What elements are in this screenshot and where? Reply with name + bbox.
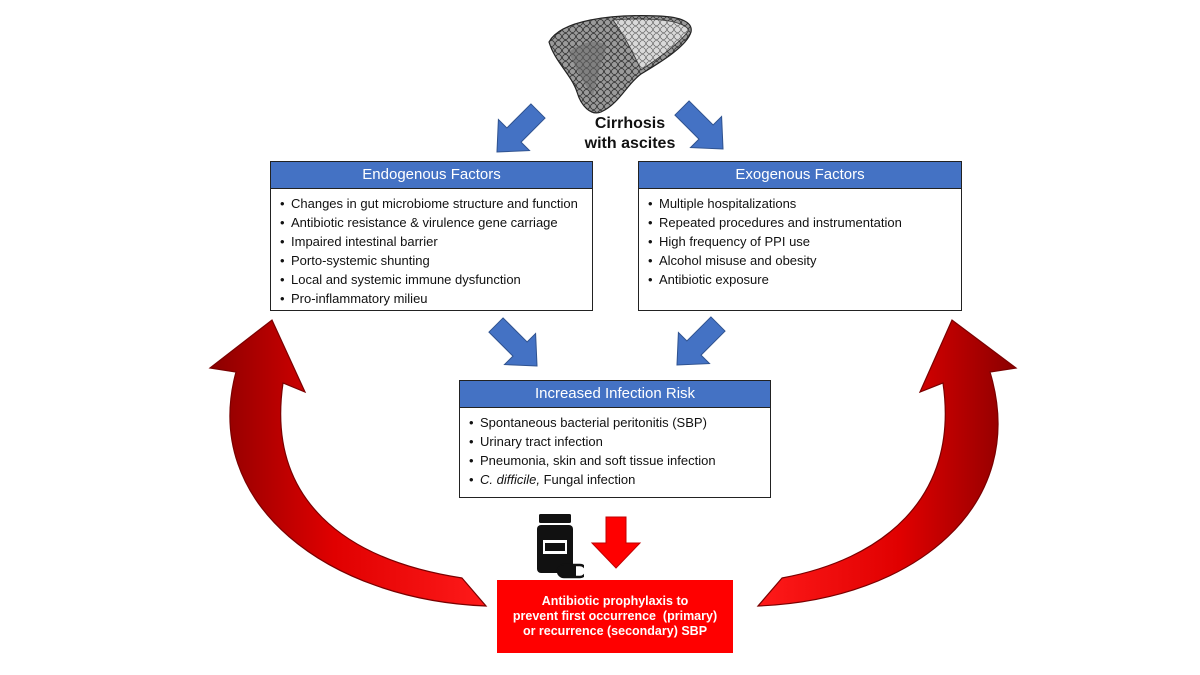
infection-risk-list: •Spontaneous bacterial peritonitis (SBP)… — [460, 408, 770, 489]
arrow-endogenous-to-infection — [488, 317, 538, 367]
list-item: •Multiple hospitalizations — [648, 196, 797, 211]
cirrhosis-line-1: Cirrhosis — [594, 115, 666, 132]
list-item: •Changes in gut microbiome structure and… — [280, 196, 578, 211]
red-curved-arrow-left — [208, 319, 488, 607]
red-curved-arrow-right — [756, 319, 1018, 607]
liver-icon — [548, 15, 692, 114]
list-item: •Spontaneous bacterial peritonitis (SBP) — [469, 415, 707, 430]
pill-bottle-icon — [537, 514, 584, 579]
list-item: •C. difficile, Fungal infection — [469, 472, 636, 487]
list-item: •Urinary tract infection — [469, 434, 603, 449]
infection-risk-title: Increased Infection Risk — [460, 381, 770, 408]
list-item: •Pneumonia, skin and soft tissue infecti… — [469, 453, 716, 468]
cirrhosis-label: Cirrhosis with ascites — [560, 114, 700, 154]
prophylaxis-line-3: or recurrence (secondary) SBP — [522, 624, 708, 638]
list-item: •Local and systemic immune dysfunction — [280, 272, 521, 287]
arrow-exogenous-to-infection — [676, 316, 726, 366]
endogenous-factors-title: Endogenous Factors — [271, 162, 592, 189]
list-item: •Antibiotic exposure — [648, 272, 769, 287]
list-item: •Alcohol misuse and obesity — [648, 253, 817, 268]
antibiotic-prophylaxis-box: Antibiotic prophylaxis to prevent first … — [497, 580, 733, 653]
endogenous-factors-list: •Changes in gut microbiome structure and… — [271, 189, 592, 308]
exogenous-factors-list: •Multiple hospitalizations •Repeated pro… — [639, 189, 961, 289]
endogenous-factors-box: Endogenous Factors •Changes in gut micro… — [270, 161, 593, 311]
list-item: •Repeated procedures and instrumentation — [648, 215, 902, 230]
list-item: •Porto-systemic shunting — [280, 253, 430, 268]
arrow-cirrhosis-to-endogenous — [496, 103, 546, 153]
prophylaxis-line-2: prevent first occurrence (primary) — [512, 609, 718, 623]
prophylaxis-line-1: Antibiotic prophylaxis to — [541, 594, 689, 608]
exogenous-factors-title: Exogenous Factors — [639, 162, 961, 189]
list-item: •Pro-inflammatory milieu — [280, 291, 428, 306]
infection-risk-box: Increased Infection Risk •Spontaneous ba… — [459, 380, 771, 498]
list-item: •Antibiotic resistance & virulence gene … — [280, 215, 558, 230]
arrow-infection-to-prophylaxis — [590, 516, 642, 569]
arrow-cirrhosis-to-exogenous — [674, 100, 724, 150]
list-item: •Impaired intestinal barrier — [280, 234, 438, 249]
list-item: •High frequency of PPI use — [648, 234, 811, 249]
exogenous-factors-box: Exogenous Factors •Multiple hospitalizat… — [638, 161, 962, 311]
cirrhosis-line-2: with ascites — [584, 135, 676, 152]
